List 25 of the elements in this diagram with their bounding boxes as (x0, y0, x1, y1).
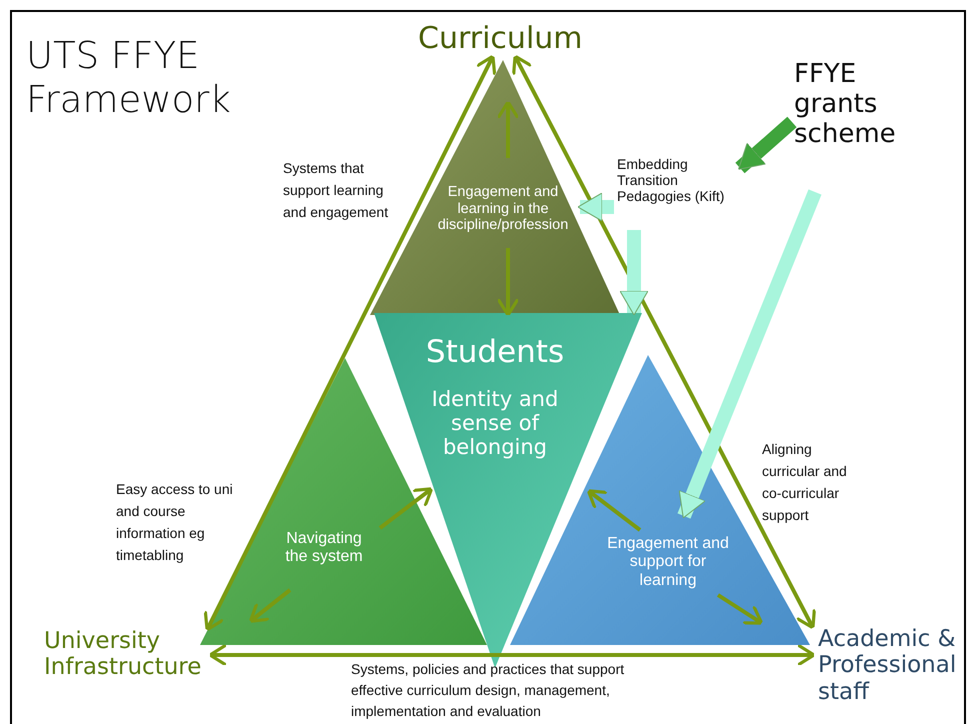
arrow (208, 643, 816, 667)
arrow (204, 54, 496, 632)
scheme-label: FFYE grants scheme (794, 60, 902, 150)
triangle-heading: Students (424, 335, 566, 371)
corner-label: Academic & Professional staff (818, 626, 962, 706)
note-text: Systems that support learning and engagement (283, 159, 390, 222)
note-text: Systems, policies and practices that support effective curriculum design, management, implementation and evaluation (351, 660, 626, 721)
arrow (512, 54, 816, 630)
diagram-title: UTS FFYE Framework (26, 34, 232, 123)
block-arrow (620, 230, 648, 316)
triangle-label: Navigating the system (284, 530, 364, 567)
triangle-label: Engagement and support for learning (606, 535, 730, 590)
block-arrow (578, 192, 614, 222)
corner-label: Curriculum (418, 22, 580, 56)
note-text: Aligning curricular and co-curricular support (762, 440, 848, 525)
pedagogy-label: Embedding Transition Pedagogies (Kift) (617, 156, 742, 204)
arrow (586, 489, 642, 532)
note-text: Easy access to uni and course information eg timetabling (116, 480, 234, 565)
arrow (496, 248, 520, 317)
arrow (378, 487, 434, 530)
corner-label: University Infrastructure (44, 628, 212, 681)
triangle-label: Engagement and learning in the discipline/profession (436, 184, 570, 234)
block-arrow (678, 189, 822, 519)
block-arrow (735, 116, 797, 174)
triangle-label: Identity and sense of belonging (430, 387, 560, 460)
